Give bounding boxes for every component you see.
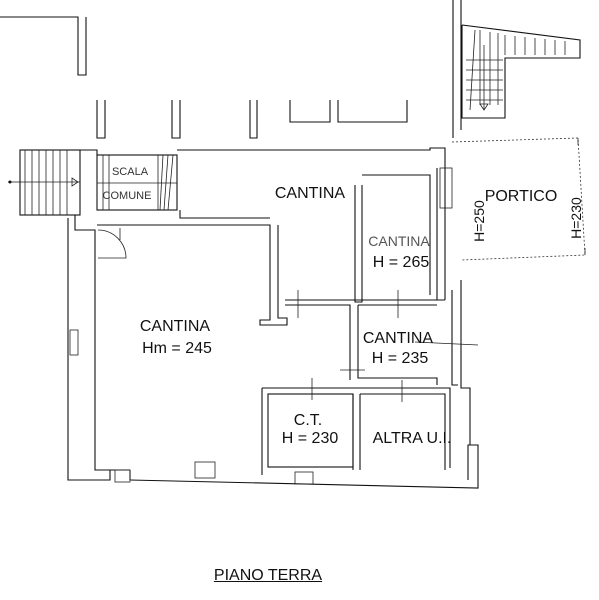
portico-area: [451, 137, 586, 261]
boundary-top-left: [0, 16, 87, 76]
interior-walls: [97, 168, 451, 475]
building-outline: [67, 147, 479, 489]
courtyard-walls: [96, 100, 408, 139]
room-portico-height-left: H=250: [470, 200, 487, 242]
room-altra-name: ALTRA U.I.: [372, 430, 452, 447]
room-cantina-265-height: H = 265: [372, 254, 430, 271]
room-portico-name: PORTICO: [484, 188, 558, 205]
scala-label-1: SCALA: [111, 166, 149, 178]
room-cantina-main-name: CANTINA: [139, 318, 211, 335]
stairs-top-right: [461, 24, 581, 119]
room-cantina-235-name: CANTINA: [362, 330, 434, 347]
room-cantina-main-height: Hm = 245: [142, 340, 212, 357]
scala-label-2: COMUNE: [102, 190, 152, 202]
room-cantina-235-height: H = 235: [371, 350, 429, 367]
room-portico-height-right: H=230: [567, 197, 584, 239]
plan-title: PIANO TERRA: [213, 567, 323, 584]
stairs-left: [8, 149, 81, 216]
door-marks: [69, 167, 479, 485]
room-cantina-265-name: CANTINA: [368, 233, 430, 249]
stairs-scala-comune: [96, 154, 178, 211]
room-ct-height: H = 230: [281, 430, 339, 447]
room-cantina-top: CANTINA: [274, 185, 346, 202]
room-ct-name: C.T.: [293, 412, 323, 429]
